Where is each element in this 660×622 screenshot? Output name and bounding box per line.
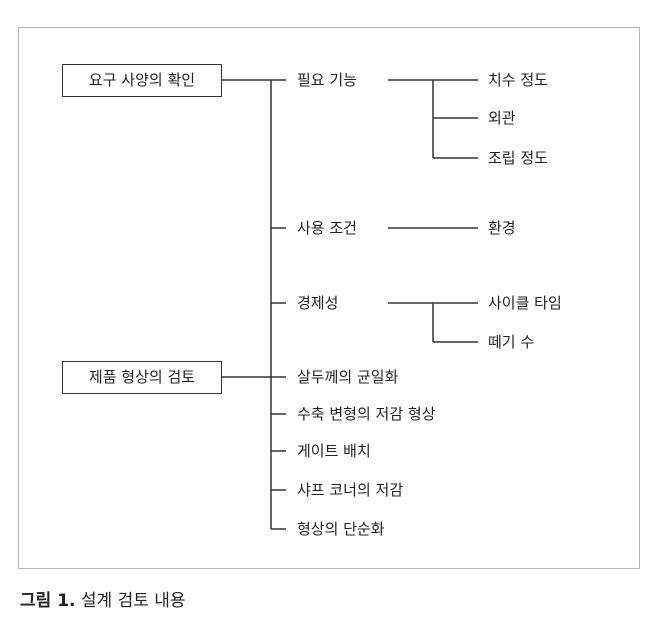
appearance-label: 외관 bbox=[488, 109, 516, 127]
shrinkage-reduction-label: 수축 변형의 저감 형상 bbox=[297, 405, 436, 423]
diagram-frame bbox=[18, 27, 640, 569]
dimension-accuracy-label: 치수 정도 bbox=[488, 71, 548, 89]
figure-number: 그림 1. bbox=[20, 591, 76, 611]
usage-conditions-label: 사용 조건 bbox=[297, 219, 357, 237]
required-function-label: 필요 기능 bbox=[297, 71, 357, 89]
economy-label: 경제성 bbox=[297, 294, 339, 312]
environment-label: 환경 bbox=[488, 219, 516, 237]
cavity-count-label: 떼기 수 bbox=[488, 333, 535, 351]
wall-thickness-uniformity-label: 살두께의 균일화 bbox=[297, 368, 399, 386]
sharp-corner-reduction-label: 샤프 코너의 저감 bbox=[297, 481, 404, 499]
gate-placement-label: 게이트 배치 bbox=[297, 442, 371, 460]
cycle-time-label: 사이클 타임 bbox=[488, 294, 562, 312]
assembly-accuracy-label: 조립 정도 bbox=[488, 149, 548, 167]
requirement-check-box: 요구 사양의 확인 bbox=[62, 64, 222, 97]
shape-simplification-label: 형상의 단순화 bbox=[297, 520, 385, 538]
figure-caption-text: 설계 검토 내용 bbox=[75, 591, 186, 611]
figure-caption: 그림 1. 설계 검토 내용 bbox=[20, 586, 186, 611]
product-shape-review-box: 제품 형상의 검토 bbox=[62, 361, 222, 394]
